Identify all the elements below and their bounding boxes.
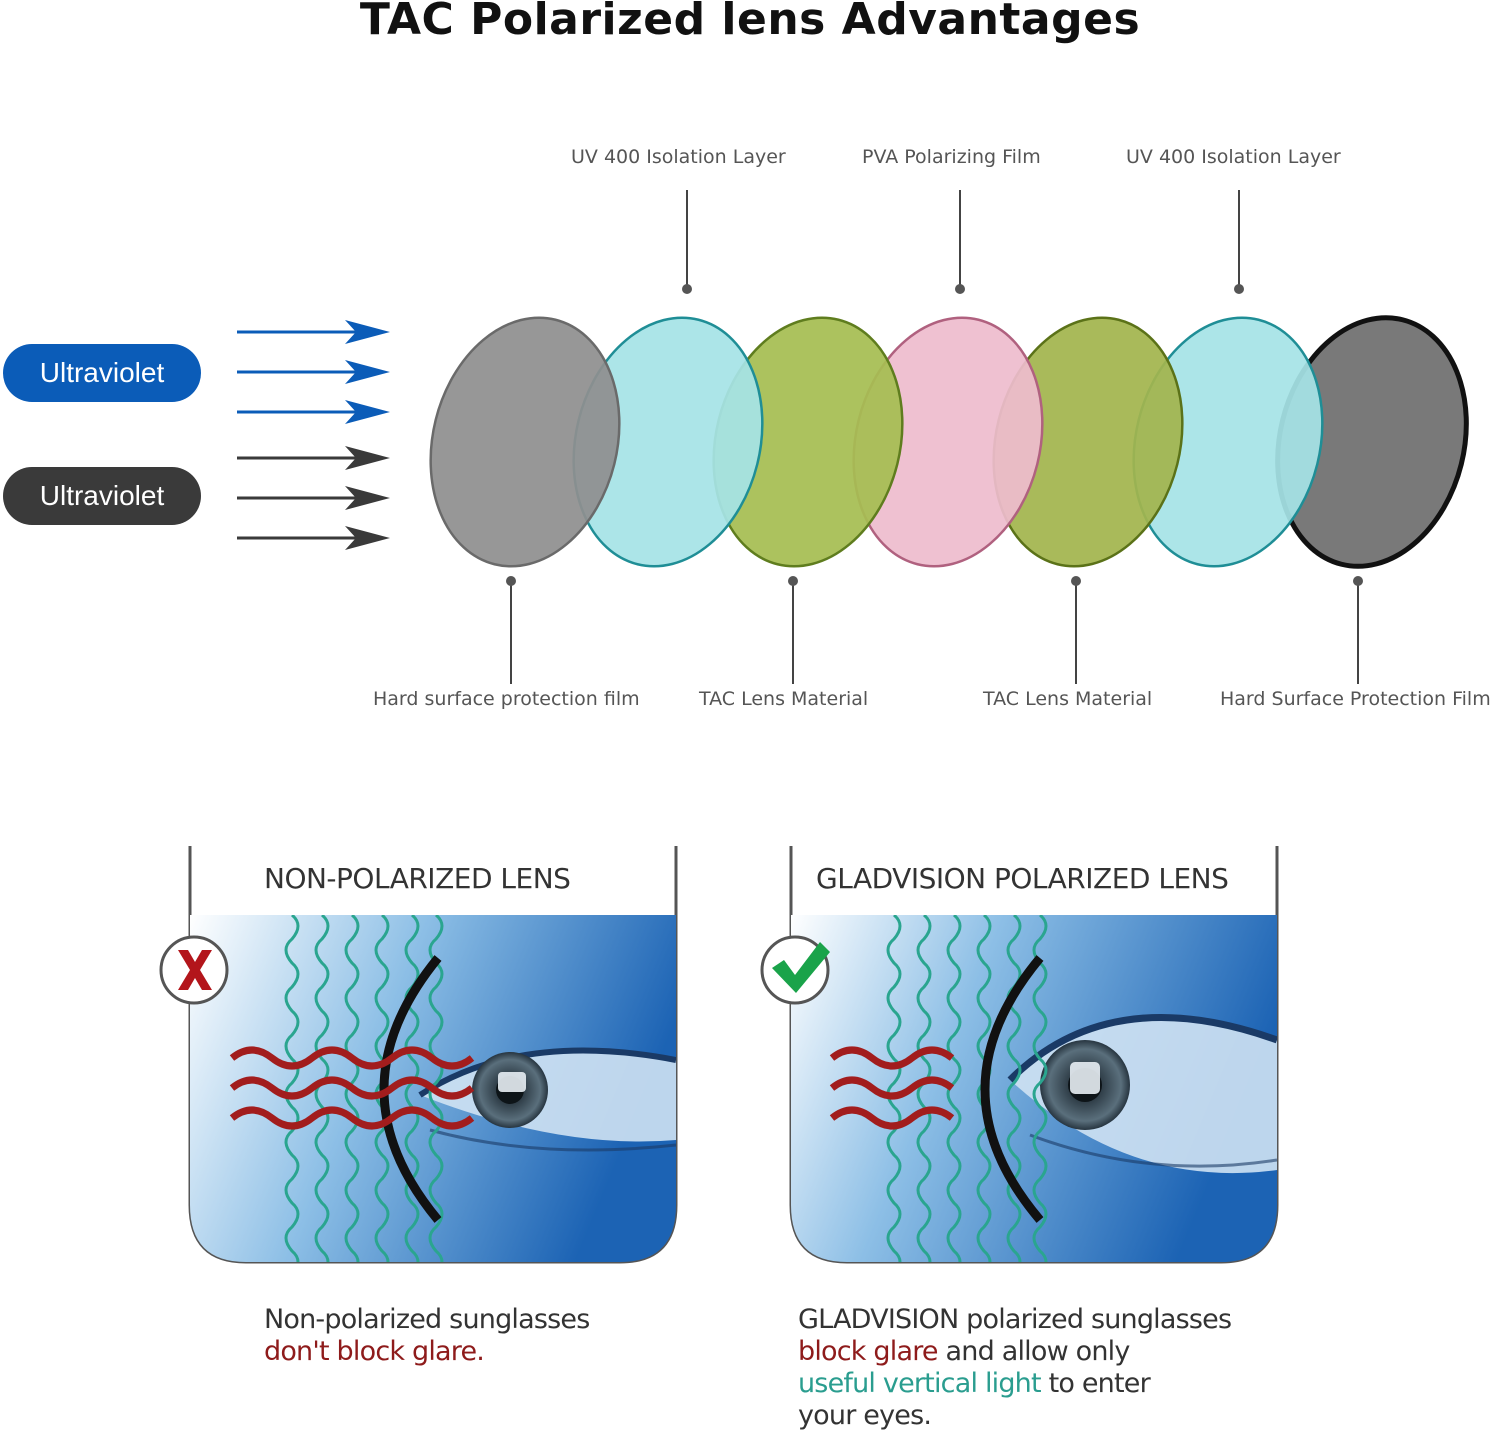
lens-arc bbox=[980, 955, 1044, 1223]
glare-wave bbox=[829, 1106, 955, 1130]
caption-text: and allow only bbox=[937, 1336, 1131, 1367]
label-tac-lens-material-2: TAC Lens Material bbox=[983, 688, 1153, 710]
glare-wave bbox=[229, 1106, 475, 1130]
lens-layer-disc bbox=[429, 316, 621, 568]
label-tac-lens-material-1: TAC Lens Material bbox=[699, 688, 869, 710]
blue-arrow-head bbox=[345, 400, 390, 424]
vertical-light-wave bbox=[1006, 915, 1022, 1262]
eye-illustration bbox=[418, 1047, 676, 1152]
ultraviolet-pill-blue: Ultraviolet bbox=[3, 344, 201, 402]
pill-label: Ultraviolet bbox=[39, 357, 165, 388]
vertical-light-wave bbox=[916, 915, 932, 1262]
vertical-light-wave bbox=[1032, 915, 1048, 1262]
caption-line: GLADVISION polarized sunglasses bbox=[798, 1304, 1232, 1335]
non-polarized-title: NON-POLARIZED LENS bbox=[264, 862, 571, 895]
ultraviolet-pill-dark: Ultraviolet bbox=[3, 467, 201, 525]
dark-arrow-head bbox=[345, 526, 390, 550]
caption-highlight-red: block glare bbox=[798, 1336, 939, 1367]
caption-text: to enter bbox=[1040, 1368, 1151, 1399]
blue-arrow-head bbox=[345, 360, 390, 384]
dark-arrow-head bbox=[345, 486, 390, 510]
vertical-light-waves bbox=[886, 915, 1048, 1262]
glare-wave bbox=[829, 1076, 955, 1100]
x-mark-icon bbox=[159, 935, 229, 1005]
polarized-title: GLADVISION POLARIZED LENS bbox=[816, 862, 1229, 895]
label-pva-polarizing-film: PVA Polarizing Film bbox=[862, 146, 1041, 168]
caption-line: useful vertical light to enter bbox=[798, 1368, 1231, 1400]
vertical-light-wave bbox=[428, 915, 444, 1262]
glare-waves bbox=[829, 1046, 955, 1130]
page-title: TAC Polarized lens Advantages bbox=[359, 0, 1141, 45]
uv-arrows-blue bbox=[237, 320, 390, 424]
check-mark-icon bbox=[760, 935, 830, 1005]
label-uv400-isolation-layer-1: UV 400 Isolation Layer bbox=[571, 146, 786, 168]
caption-line-highlight: don't block glare. bbox=[264, 1336, 485, 1367]
vertical-light-wave bbox=[314, 915, 330, 1262]
callout-lines bbox=[506, 190, 1363, 684]
label-hard-surface-protection-film-2: Hard Surface Protection Film bbox=[1220, 688, 1491, 710]
vertical-light-wave bbox=[946, 915, 962, 1262]
polarized-caption: GLADVISION polarized sunglasses block gl… bbox=[798, 1304, 1232, 1432]
glare-wave bbox=[229, 1046, 475, 1070]
lens-layer-stack bbox=[429, 315, 1469, 569]
vertical-light-waves bbox=[284, 915, 444, 1262]
uv-arrows-dark bbox=[237, 446, 390, 550]
label-uv400-isolation-layer-2: UV 400 Isolation Layer bbox=[1126, 146, 1341, 168]
caption-line: Non-polarized sunglasses bbox=[264, 1304, 590, 1335]
caption-line: block glare and allow only bbox=[798, 1336, 1231, 1368]
pill-label: Ultraviolet bbox=[39, 480, 165, 511]
vertical-light-wave bbox=[344, 915, 360, 1262]
label-hard-surface-protection-film-1: Hard surface protection film bbox=[373, 688, 640, 710]
glare-wave bbox=[829, 1046, 955, 1070]
glare-waves bbox=[229, 1046, 475, 1130]
caption-line: your eyes. bbox=[798, 1400, 932, 1431]
polarized-panel bbox=[760, 846, 1279, 1264]
vertical-light-wave bbox=[404, 915, 420, 1262]
vertical-light-wave bbox=[976, 915, 992, 1262]
non-polarized-panel bbox=[159, 846, 678, 1264]
non-polarized-caption: Non-polarized sunglasses don't block gla… bbox=[264, 1304, 590, 1368]
blue-arrow-head bbox=[345, 320, 390, 344]
glare-wave bbox=[229, 1076, 475, 1100]
dark-arrow-head bbox=[345, 446, 390, 470]
caption-highlight-teal: useful vertical light bbox=[798, 1368, 1042, 1399]
